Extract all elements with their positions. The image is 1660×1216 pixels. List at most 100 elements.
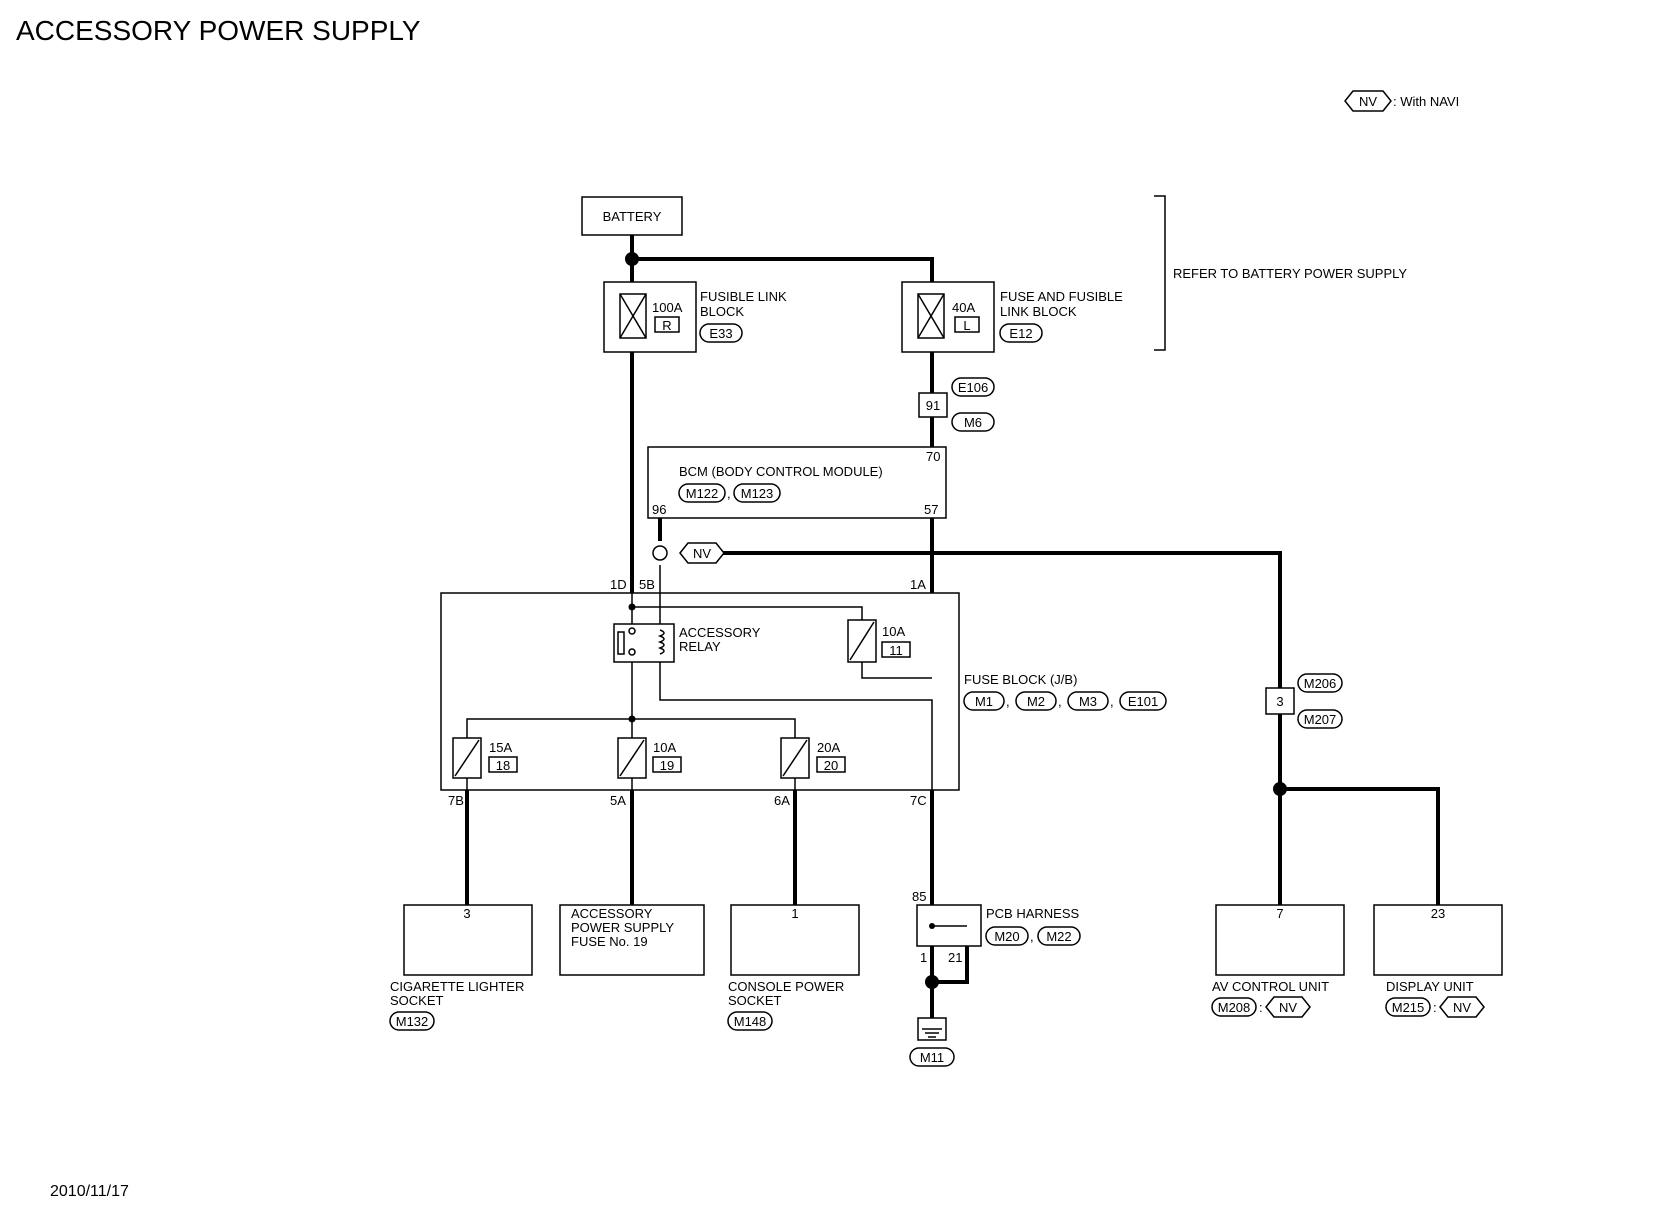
pcb-splice [929,923,935,929]
cigarette-pin: 3 [463,906,470,921]
pcb-pin-top: 85 [912,889,926,904]
fusible-link-cross [619,293,647,339]
nv-tag: NV [693,546,711,561]
fuse-block-pin-1d: 1D [610,577,627,592]
joint-terminal: 91 [926,398,940,413]
fuse-block-jb: 1D 5B 1A ACCESSORY RELAY 10A 11 1 [440,565,1167,808]
connector-oval [678,483,726,503]
load-box [1215,904,1345,976]
display-pin: 23 [1431,906,1445,921]
relay-label-line2: RELAY [679,639,721,654]
joint-top-connector: E106 [958,380,988,395]
display-nv: NV [1453,1000,1471,1015]
fuse-block-pin-7c: 7C [910,793,927,808]
fuse-11-rating: 10A [882,624,905,639]
splice-ground [925,975,939,989]
connector-oval [963,691,1005,711]
pcb-pin1: 1 [920,950,927,965]
fuse-block-label: FUSE BLOCK (J/B) [964,672,1077,687]
connector-oval [951,377,995,397]
connector-oval [1297,709,1343,729]
relay-label-line1: ACCESSORY [679,625,761,640]
joint-terminal-box [918,392,948,418]
display-label: DISPLAY UNIT [1386,979,1474,994]
console-connector: M148 [734,1014,767,1029]
fuse-slash [619,739,645,777]
display-sep: : [1433,1000,1437,1015]
fuse-block-pin-5a: 5A [610,793,626,808]
wire-nv-to-joint [708,551,1282,688]
av-sep: : [1259,1000,1263,1015]
fuse-block-connector-e101: E101 [1128,694,1158,709]
bcm-box [647,446,947,519]
av-label: AV CONTROL UNIT [1212,979,1329,994]
fuse-block-sep: , [1058,694,1062,709]
battery-box [581,196,683,236]
relay-coil-icon [657,629,665,655]
fuse-block-pin-6a: 6A [774,793,790,808]
jb-wire [632,606,863,620]
connector-oval [909,1047,955,1067]
load-box [1373,904,1503,976]
fuse-link-letter: L [963,318,970,333]
connector-oval [699,323,743,343]
bcm-pin-in: 70 [926,449,940,464]
splice-battery [625,252,639,266]
fuse-number-box [652,756,682,773]
fuse-number-box [881,641,911,658]
connector-oval [1119,691,1167,711]
joint-terminal-box [1265,687,1295,715]
nv-branch-point [652,545,668,561]
connector-oval [1037,926,1081,946]
pcb-conn1: M20 [994,929,1019,944]
jb-splice [628,603,636,611]
display-unit: 23 DISPLAY UNIT M215 : NV [1373,904,1503,1018]
fusible-link-rating: 100A [652,300,683,315]
bcm-label: BCM (BODY CONTROL MODULE) [679,464,883,479]
console-label-line1: CONSOLE POWER [728,979,844,994]
fuse-18-no: 18 [496,758,510,773]
wire-to-display [1280,787,1440,905]
fuse-19-no: 19 [660,758,674,773]
bcm-sep: , [727,486,731,501]
joint-m206-top: M206 [1304,676,1337,691]
fusible-link-cross [917,293,945,339]
nv-hexagon-icon [679,542,725,564]
joint-connector-e106: 91 E106 M6 [918,377,995,432]
diagram-date: 2010/11/17 [50,1183,129,1200]
fusible-link-block: 100A R FUSIBLE LINK BLOCK E33 [603,281,787,353]
fuse-link-label-line1: FUSE AND FUSIBLE [1000,289,1123,304]
connector-oval [1211,997,1257,1017]
legend-symbol: NV [1359,94,1377,109]
relay-contact-icon [617,631,625,655]
fuse-20-rating: 20A [817,740,840,755]
load-box [730,904,860,976]
refer-note: REFER TO BATTERY POWER SUPPLY [1173,266,1407,281]
fuse-link-label-line2: LINK BLOCK [1000,304,1077,319]
fuse-18-rating: 15A [489,740,512,755]
display-connector: M215 [1392,1000,1425,1015]
fuse-slash [849,621,875,661]
joint-m206-terminal: 3 [1276,694,1283,709]
bcm-module: 70 BCM (BODY CONTROL MODULE) M122 , M123… [647,446,947,519]
jb-splice [628,715,636,723]
fuse-slash [782,739,808,777]
ground-connector: M11 [920,1050,944,1065]
fuse-link-connector: E12 [1009,326,1032,341]
relay-contact-icon [628,648,636,656]
bcm-pin-left: 96 [652,502,666,517]
fuse-number-box [488,756,518,773]
connector-oval [1015,691,1057,711]
nv-hexagon-icon [1344,90,1392,112]
cigarette-label-line1: CIGARETTE LIGHTER [390,979,524,994]
fusible-link-letter: R [662,318,671,333]
legend-text: : With NAVI [1393,94,1459,109]
connector-oval [1297,673,1343,693]
bracket-line [1154,195,1166,351]
load-box [403,904,533,976]
fusible-link-connector: E33 [709,326,732,341]
av-nv: NV [1279,1000,1297,1015]
cigarette-lighter-socket: 3 CIGARETTE LIGHTER SOCKET M132 [389,904,533,1031]
console-pin: 1 [791,906,798,921]
